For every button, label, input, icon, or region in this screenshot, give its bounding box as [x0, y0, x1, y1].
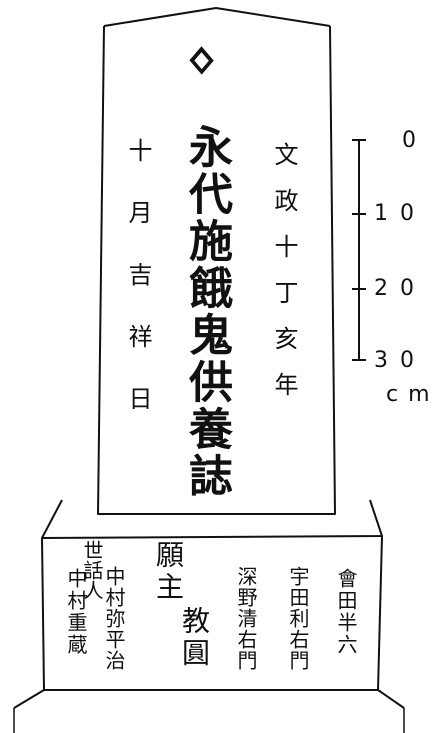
inscription-date-left: 十月吉祥日 [124, 138, 152, 448]
pedestal-face [41, 535, 383, 691]
base-col-nakamura-yaheiji: 中村弥平治 [102, 566, 126, 671]
stone-cap [103, 7, 331, 27]
monument-title: 永代施餓鬼供養誌 [181, 124, 232, 500]
seal-glyph: ᛜ [186, 33, 218, 94]
scale-label-0: 0 [402, 128, 416, 153]
base-col-nakamura-juzo: 中村重蔵 [64, 568, 88, 656]
scale-unit-label: cm [386, 382, 440, 407]
inscription-date-right: 文政十丁亥年 [270, 142, 298, 418]
stone-pillar [97, 25, 336, 515]
base-col-fukano: 深野清右門 [234, 566, 258, 671]
scale-label-10: 10 [374, 201, 426, 226]
base-col-aida: 會田半六 [334, 568, 358, 656]
base-col-ganshu-label: 願主 [152, 540, 185, 604]
base-slab [13, 689, 405, 709]
scale-bar [352, 139, 366, 361]
base-col-sewanin: 世話人 [80, 540, 104, 600]
scale-label-20: 20 [374, 276, 426, 301]
base-col-uda: 宇田利右門 [286, 566, 310, 671]
base-col-ganshu-name: 教圓 [178, 606, 211, 670]
scale-label-30: 30 [374, 348, 426, 373]
pedestal-top [41, 499, 383, 539]
